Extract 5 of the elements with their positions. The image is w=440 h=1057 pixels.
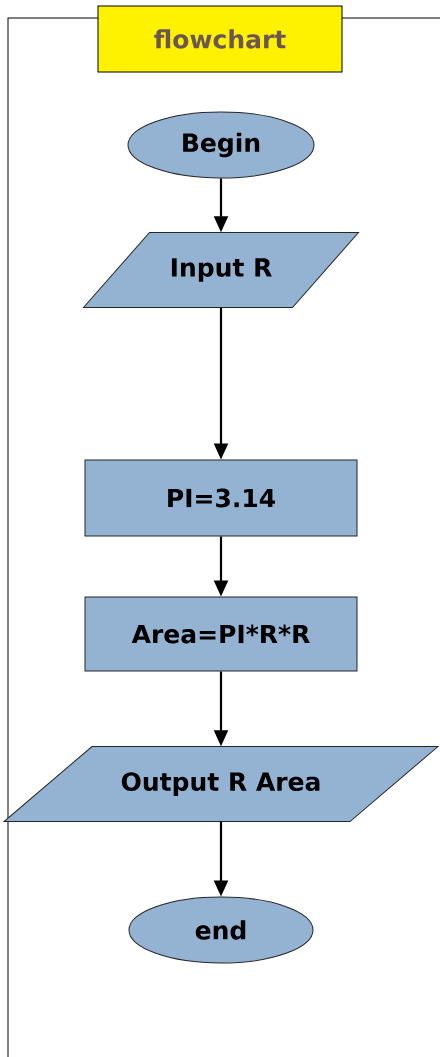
input-parallelogram: Input R [83, 232, 359, 308]
process-box: PI=3.14 [84, 459, 358, 537]
process-box: Area=PI*R*R [84, 596, 358, 672]
output-parallelogram: Output R Area [3, 746, 439, 822]
title-box: flowchart [97, 5, 343, 73]
